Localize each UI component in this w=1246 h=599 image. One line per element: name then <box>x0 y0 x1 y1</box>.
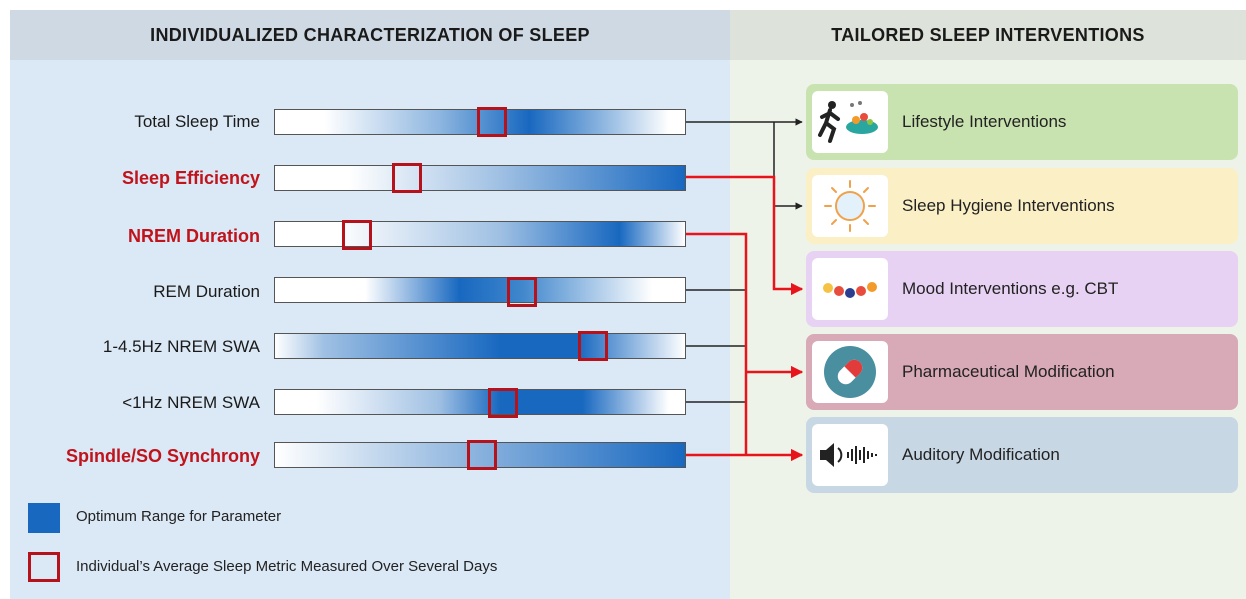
param-label-sleep-efficiency: Sleep Efficiency <box>121 168 260 188</box>
individual-marker-total-sleep-time <box>477 107 507 137</box>
right-header: TAILORED SLEEP INTERVENTIONS <box>831 24 1145 45</box>
pill-capsule-icon <box>812 341 888 403</box>
intervention-label-sleep-hygiene: Sleep Hygiene Interventions <box>902 196 1115 215</box>
individual-marker-sleep-efficiency <box>392 163 422 193</box>
intervention-label-mood: Mood Interventions e.g. CBT <box>902 279 1119 298</box>
range-bar-swa-below-1hz <box>274 389 686 415</box>
range-bar-total-sleep-time <box>274 109 686 135</box>
individual-marker-swa-1-4-5hz <box>578 331 608 361</box>
intervention-label-pharmaceutical: Pharmaceutical Modification <box>902 362 1115 381</box>
legend-optimum-swatch <box>28 503 60 533</box>
left-header: INDIVIDUALIZED CHARACTERIZATION OF SLEEP <box>150 24 590 45</box>
param-label-swa-below-1hz: <1Hz NREM SWA <box>122 393 260 412</box>
intervention-label-lifestyle: Lifestyle Interventions <box>902 112 1067 131</box>
legend-optimum-label: Optimum Range for Parameter <box>76 508 282 525</box>
param-label-spindle-so-synchrony: Spindle/SO Synchrony <box>65 446 260 466</box>
individual-marker-swa-below-1hz <box>488 388 518 418</box>
range-bar-swa-1-4-5hz <box>274 333 686 359</box>
intervention-label-auditory: Auditory Modification <box>902 445 1060 464</box>
individual-marker-spindle-so-synchrony <box>467 440 497 470</box>
right-header-band <box>730 10 1246 60</box>
range-bar-rem-duration <box>274 277 686 303</box>
mood-faces-icon <box>812 258 888 320</box>
param-label-swa-1-4-5hz: 1-4.5Hz NREM SWA <box>102 337 260 356</box>
range-bar-nrem-duration <box>274 221 686 247</box>
sun-icon <box>812 175 888 237</box>
legend-individual-label: Individual’s Average Sleep Metric Measur… <box>76 558 498 575</box>
individual-marker-nrem-duration <box>342 220 372 250</box>
speaker-sound-icon <box>812 424 888 486</box>
individual-marker-rem-duration <box>507 277 537 307</box>
left-header-band <box>10 10 730 60</box>
left-panel <box>10 10 730 599</box>
param-label-rem-duration: REM Duration <box>153 282 260 301</box>
legend-individual-swatch <box>28 552 60 582</box>
range-bar-sleep-efficiency <box>274 165 686 191</box>
param-label-nrem-duration: NREM Duration <box>128 226 260 246</box>
running-person-food-icon <box>812 91 888 153</box>
param-label-total-sleep-time: Total Sleep Time <box>134 112 260 131</box>
